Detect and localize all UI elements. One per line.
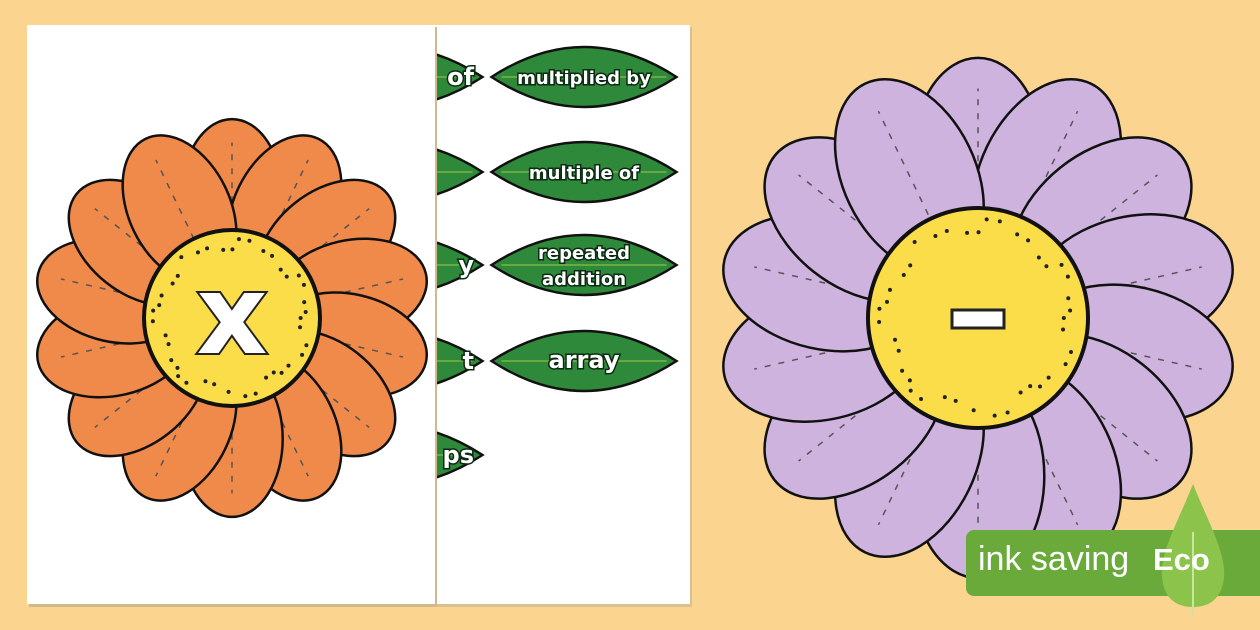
leaf-label: addition	[542, 269, 626, 290]
leaf-label: ps	[443, 441, 474, 469]
leaf-label: repeated	[538, 243, 630, 264]
eco-badge-label: ink saving	[978, 540, 1130, 578]
leaf-drop-icon	[1161, 484, 1225, 617]
minus-symbol	[950, 308, 1006, 330]
purple-flower	[722, 56, 1234, 580]
leaf-label: t	[463, 347, 474, 375]
leaf-label: y	[458, 251, 474, 279]
eco-badge: ink saving Eco	[966, 484, 1260, 617]
leaf-label: multiplied by	[517, 68, 651, 89]
leaf-label: of	[447, 63, 474, 91]
hidden-leaf-labels: of y t ps	[441, 62, 476, 471]
leaf: array	[489, 329, 679, 393]
orange-flower: x	[36, 117, 428, 519]
leaf-label: array	[549, 346, 620, 374]
leaf: repeated addition	[489, 233, 679, 297]
leaf: multiple of	[489, 140, 679, 204]
leaf: multiplied by	[489, 45, 679, 109]
multiply-symbol: x	[197, 251, 268, 379]
flower-center	[142, 228, 322, 408]
eco-badge-word: Eco	[1153, 542, 1210, 577]
leaf-label: multiple of	[529, 163, 639, 184]
